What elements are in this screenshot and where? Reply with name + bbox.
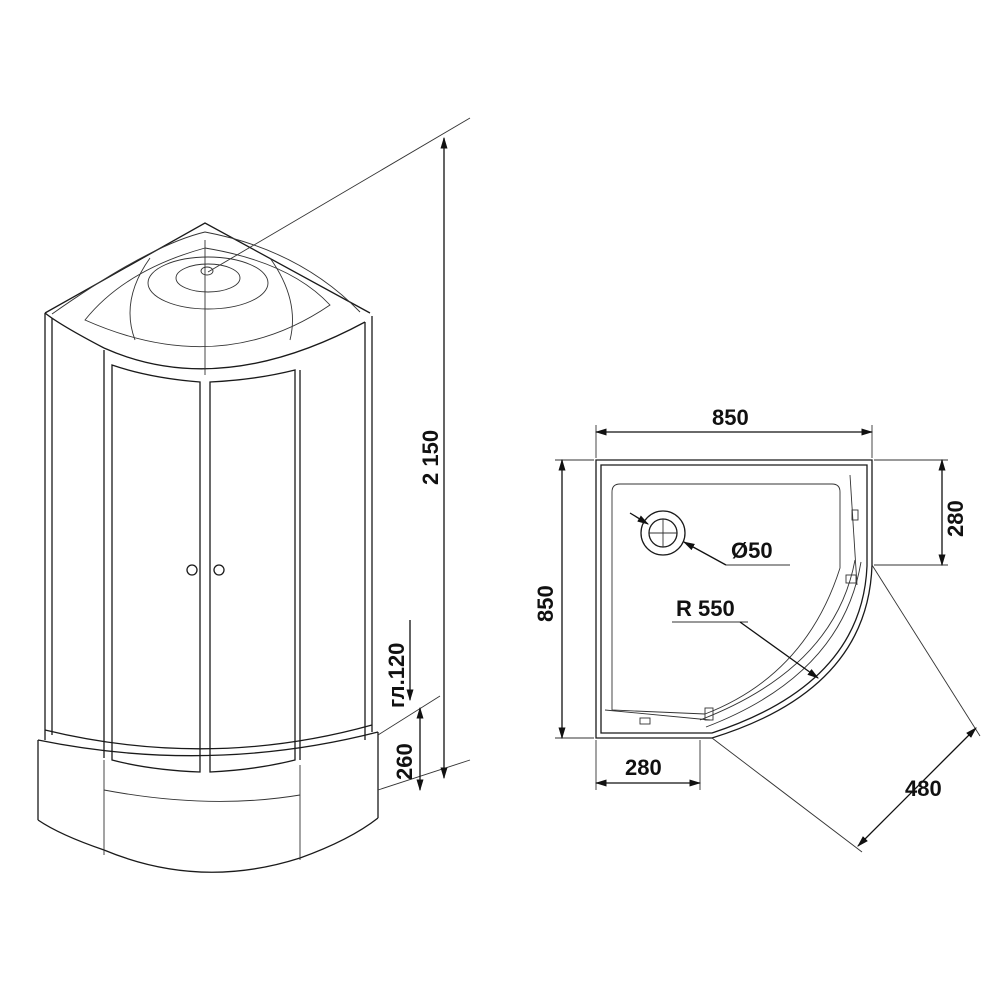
right-offset-label: 280 bbox=[943, 500, 968, 537]
plan-width-label: 850 bbox=[712, 405, 749, 430]
isometric-cabin-view: 2 150 260 гл.120 bbox=[37, 117, 471, 873]
radius-label: R 550 bbox=[676, 596, 735, 621]
door-handle-left bbox=[186, 564, 198, 576]
tray-height-label: 260 bbox=[392, 743, 417, 780]
plan-dimensions: 850 850 280 280 480 Ø50 bbox=[533, 405, 981, 853]
drain-icon bbox=[640, 510, 686, 556]
plan-view: 850 850 280 280 480 Ø50 bbox=[533, 405, 981, 853]
height-total-label: 2 150 bbox=[418, 430, 443, 485]
iso-dimensions: 2 150 260 гл.120 bbox=[207, 117, 471, 792]
cabin-doors bbox=[111, 364, 296, 773]
shower-tray bbox=[37, 724, 379, 873]
cabin-frame bbox=[44, 313, 373, 760]
drain-diameter-label: Ø50 bbox=[731, 538, 773, 563]
diagonal-label: 480 bbox=[905, 776, 942, 801]
bottom-offset-label: 280 bbox=[625, 755, 662, 780]
plan-depth-label: 850 bbox=[533, 585, 558, 622]
cabin-roof bbox=[44, 222, 371, 375]
door-handle-right bbox=[213, 564, 225, 576]
tray-depth-label: гл.120 bbox=[384, 643, 409, 708]
